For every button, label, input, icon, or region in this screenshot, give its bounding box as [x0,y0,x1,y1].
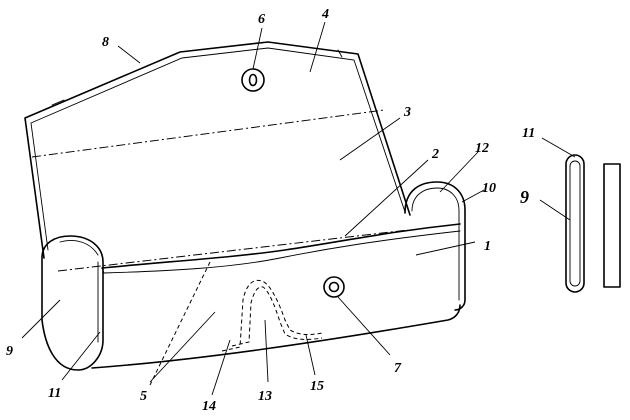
nose-bridge-cutout [221,279,323,352]
detail-views [565,154,621,293]
label-4: 4 [321,7,329,22]
label-14: 14 [202,399,216,414]
flap-fold-line-upper [31,109,385,158]
left-end-cap [41,235,104,371]
detail-end-cap-section [565,154,585,293]
case-body [91,223,461,386]
lid-flap [24,41,411,272]
label-7: 7 [394,361,402,376]
label-13: 13 [258,389,272,404]
label-1: 1 [484,239,491,254]
label-2: 2 [431,147,439,162]
reference-numerals: 1 2 3 4 5 6 7 8 9 10 11 12 13 14 15 11 9 [6,7,535,414]
label-3: 3 [403,105,411,120]
label-12: 12 [475,141,489,156]
detail-label-11: 11 [522,126,535,141]
label-9: 9 [6,344,13,359]
label-5: 5 [140,389,147,404]
label-10: 10 [482,181,496,196]
label-11: 11 [48,386,61,401]
detail-side-strip [603,163,621,288]
label-15: 15 [310,379,324,394]
flap-fold-line-lower [57,229,409,272]
right-end-cap [404,181,466,311]
detail-label-9: 9 [520,187,529,207]
flap-snap-button [241,68,265,92]
leader-lines [21,21,576,396]
body-snap-button [323,276,345,298]
label-6: 6 [258,12,265,27]
label-8: 8 [102,35,109,50]
